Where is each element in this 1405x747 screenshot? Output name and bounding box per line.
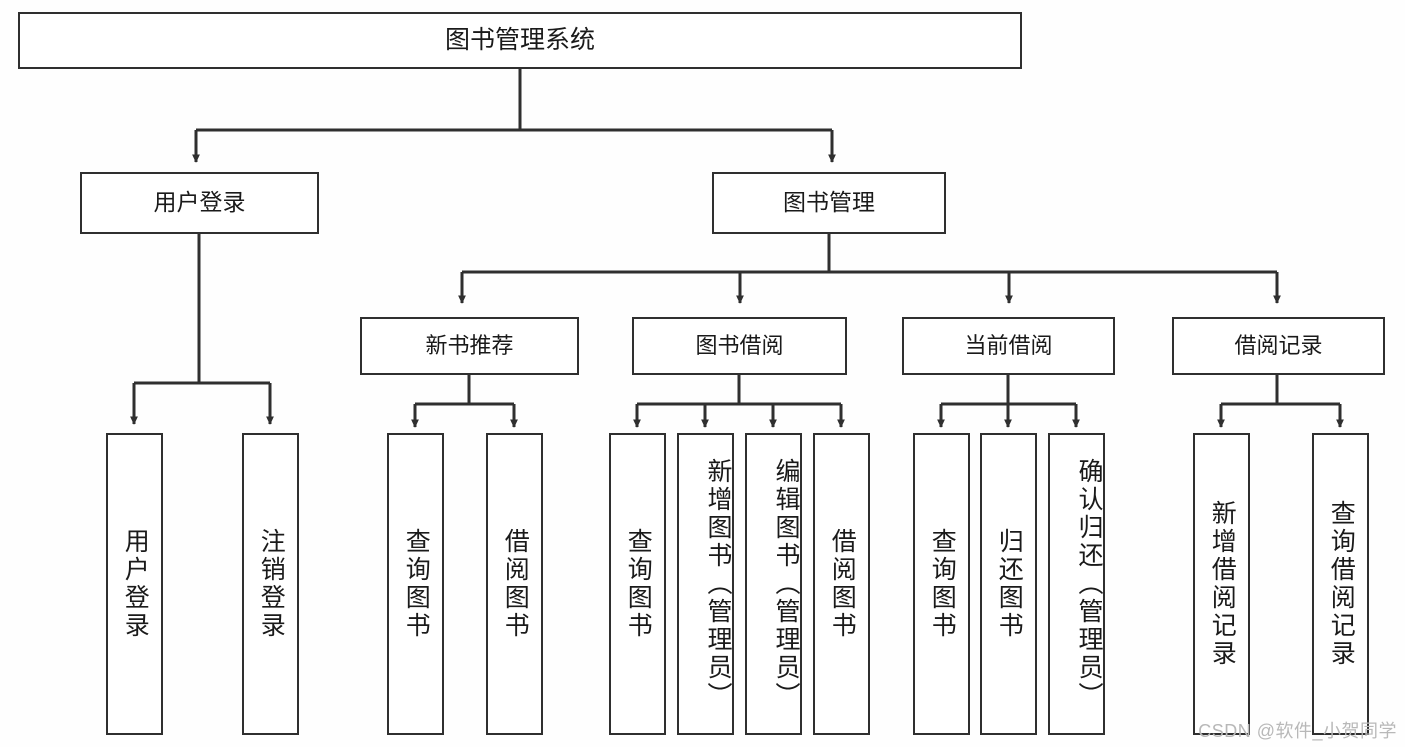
node-new-book-recommend[interactable]: 新书推荐 [360, 317, 579, 375]
node-label: 查询图书 [928, 528, 957, 640]
node-label: 用户登录 [121, 528, 150, 640]
node-label: 确认归还（管理员） [1075, 458, 1103, 710]
leaf-recommend-query-book[interactable]: 查询图书 [387, 433, 444, 735]
node-label: 借阅记录 [1234, 333, 1323, 359]
node-label: 新书推荐 [425, 333, 514, 359]
node-user-login[interactable]: 用户登录 [80, 172, 319, 234]
leaf-current-return-book[interactable]: 归还图书 [980, 433, 1037, 735]
node-label: 当前借阅 [964, 333, 1053, 359]
node-book-management[interactable]: 图书管理 [712, 172, 946, 234]
node-label: 查询借阅记录 [1327, 500, 1356, 668]
node-borrow-record[interactable]: 借阅记录 [1172, 317, 1385, 375]
node-label: 查询图书 [624, 528, 653, 640]
leaf-record-add-borrow-record[interactable]: 新增借阅记录 [1193, 433, 1250, 735]
node-label: 注销登录 [257, 528, 286, 640]
node-current-borrow[interactable]: 当前借阅 [902, 317, 1115, 375]
leaf-borrow-edit-book-admin[interactable]: 编辑图书（管理员） [745, 433, 802, 735]
node-label: 归还图书 [995, 528, 1024, 640]
leaf-user-login-logout[interactable]: 注销登录 [242, 433, 299, 735]
leaf-current-confirm-return-admin[interactable]: 确认归还（管理员） [1048, 433, 1105, 735]
node-label: 图书借阅 [695, 333, 784, 359]
node-label: 编辑图书（管理员） [772, 458, 800, 710]
leaf-borrow-borrow-book[interactable]: 借阅图书 [813, 433, 870, 735]
node-label: 新增图书（管理员） [704, 458, 732, 710]
node-label: 用户登录 [153, 189, 246, 216]
node-label: 新增借阅记录 [1208, 500, 1237, 668]
node-label: 图书管理 [783, 189, 875, 216]
leaf-record-query-borrow-record[interactable]: 查询借阅记录 [1312, 433, 1369, 735]
node-label: 借阅图书 [828, 528, 857, 640]
node-book-borrow[interactable]: 图书借阅 [632, 317, 847, 375]
csdn-watermark: CSDN @软件_小贺同学 [1198, 721, 1397, 741]
node-root-book-management-system[interactable]: 图书管理系统 [18, 12, 1022, 69]
node-label: 图书管理系统 [444, 25, 595, 54]
node-label: 借阅图书 [501, 528, 530, 640]
leaf-user-login-login[interactable]: 用户登录 [106, 433, 163, 735]
node-label: 查询图书 [402, 528, 431, 640]
leaf-borrow-add-book-admin[interactable]: 新增图书（管理员） [677, 433, 734, 735]
leaf-borrow-query-book[interactable]: 查询图书 [609, 433, 666, 735]
leaf-current-query-book[interactable]: 查询图书 [913, 433, 970, 735]
leaf-recommend-borrow-book[interactable]: 借阅图书 [486, 433, 543, 735]
